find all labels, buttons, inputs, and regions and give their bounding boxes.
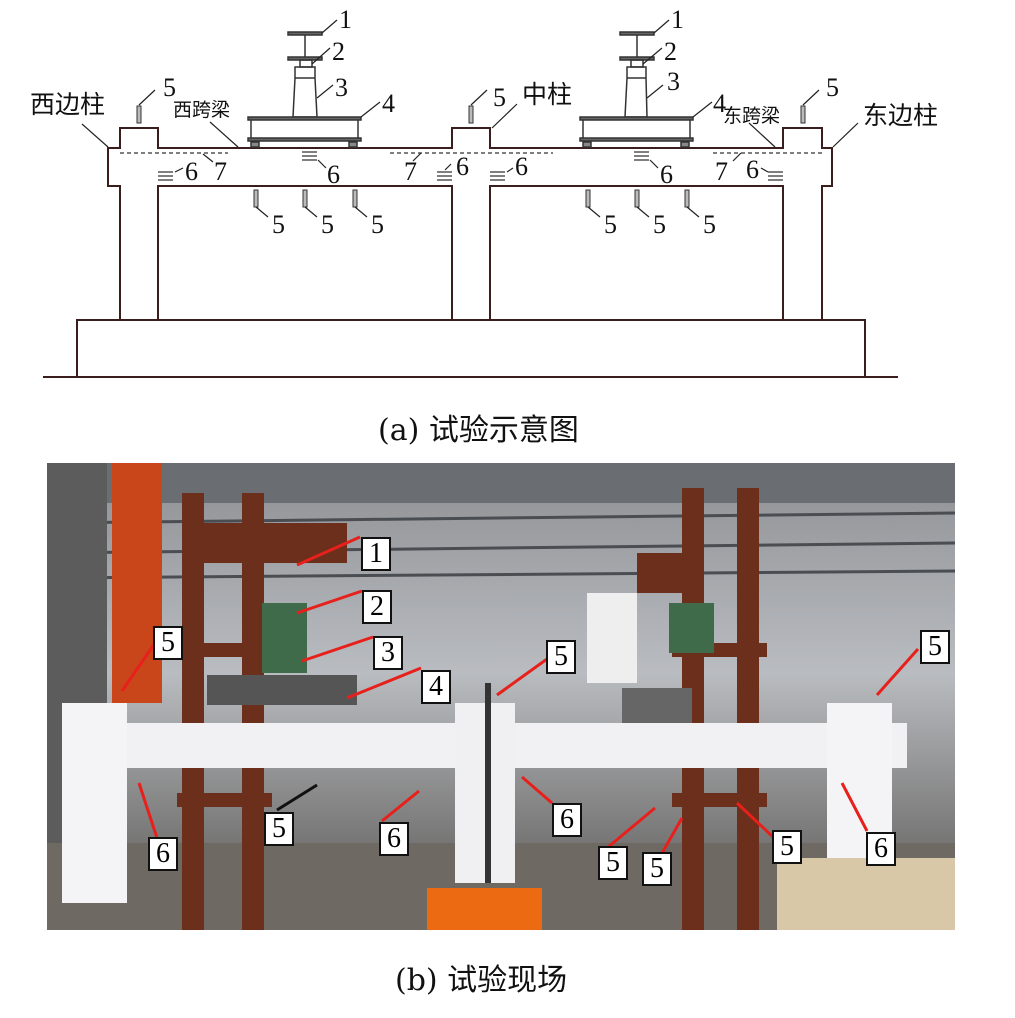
label-6: 6 (148, 837, 178, 871)
label-1: 1 (361, 537, 391, 571)
marker-5: 5 (272, 210, 285, 239)
east-column-label: 东边柱 (863, 101, 938, 130)
marker-7: 7 (715, 157, 728, 186)
label-6: 6 (866, 832, 896, 866)
marker-5: 5 (703, 210, 716, 239)
marker-5: 5 (826, 73, 839, 102)
marker-4: 4 (713, 89, 726, 118)
west-loading-device (247, 31, 362, 148)
marker-3: 3 (335, 73, 348, 102)
label-4: 4 (421, 670, 451, 704)
label-6: 6 (552, 803, 582, 837)
marker-5: 5 (604, 210, 617, 239)
frame-outline (107, 127, 833, 320)
label-6: 6 (379, 822, 409, 856)
marker-3: 3 (667, 67, 680, 96)
spreader-beam-west (207, 675, 357, 705)
marker-5: 5 (493, 83, 506, 112)
caption-b: (b) 试验现场 (395, 963, 568, 998)
marker-6: 6 (185, 157, 198, 186)
east-opening (489, 185, 784, 321)
jack-east (669, 603, 714, 653)
label-5: 5 (153, 626, 183, 660)
marker-4: 4 (382, 89, 395, 118)
label-5: 5 (772, 830, 802, 864)
east-beam-label: 东跨梁 (723, 105, 780, 127)
strain-gauges (158, 151, 783, 181)
marker-5: 5 (163, 73, 176, 102)
orange-box (427, 888, 542, 930)
east-loading-device (579, 31, 694, 148)
label-5: 5 (546, 640, 576, 674)
west-opening (157, 185, 453, 321)
marker-6: 6 (456, 152, 469, 181)
test-setup-diagram: 1 2 3 4 1 2 3 4 5 5 5 5 5 5 5 5 5 6 6 6 … (30, 5, 938, 378)
marker-7: 7 (404, 157, 417, 186)
west-column-label: 西边柱 (30, 90, 105, 119)
marker-1: 1 (671, 5, 684, 34)
caption-a: (a) 试验示意图 (378, 413, 579, 448)
marker-6: 6 (515, 152, 528, 181)
marker-7: 7 (214, 157, 227, 186)
displacement-gauges (136, 105, 806, 208)
middle-column-label: 中柱 (522, 80, 572, 109)
label-2: 2 (362, 590, 392, 624)
test-site-photo: 1 2 3 4 5 5 5 6 5 6 6 5 5 5 6 (47, 463, 955, 930)
orange-frame (112, 463, 162, 703)
foundation (76, 319, 866, 378)
marker-5: 5 (653, 210, 666, 239)
label-5: 5 (264, 812, 294, 846)
marker-6: 6 (327, 160, 340, 189)
label-5: 5 (920, 630, 950, 664)
label-3: 3 (373, 636, 403, 670)
marker-2: 2 (664, 37, 677, 66)
marker-1: 1 (339, 5, 352, 34)
label-5: 5 (642, 852, 672, 886)
marker-2: 2 (332, 37, 345, 66)
photo-scene (47, 463, 955, 930)
marker-6: 6 (660, 160, 673, 189)
west-beam-label: 西跨梁 (173, 99, 230, 121)
marker-5: 5 (321, 210, 334, 239)
marker-5: 5 (371, 210, 384, 239)
jack-west (262, 603, 307, 673)
label-5: 5 (598, 846, 628, 880)
marker-6: 6 (746, 155, 759, 184)
spreader-beam-east (622, 688, 692, 723)
west-column (62, 703, 127, 903)
